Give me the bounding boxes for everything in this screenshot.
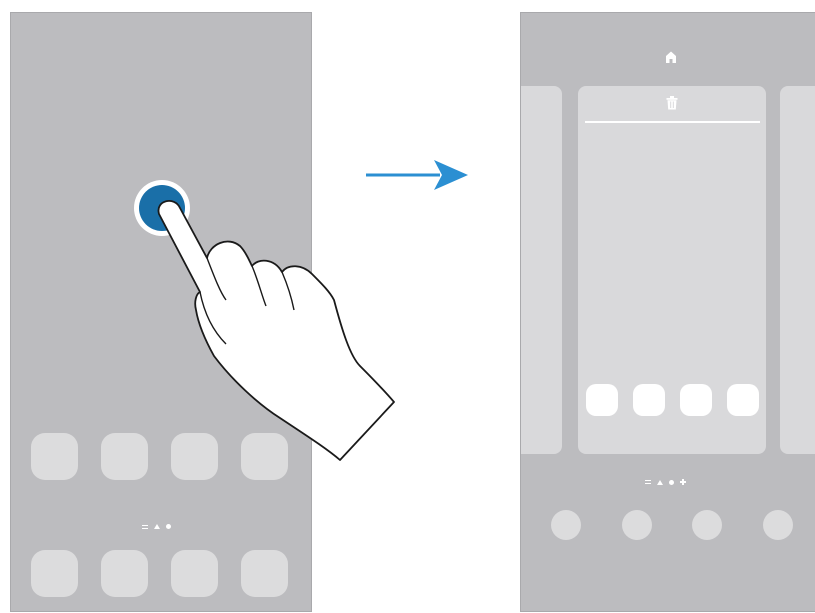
page-card-current[interactable] — [578, 86, 766, 454]
add-page-icon[interactable] — [680, 479, 686, 485]
app-icon[interactable] — [31, 433, 78, 480]
home-lines-icon — [645, 480, 651, 484]
page-dot — [669, 479, 674, 485]
home-indicator-icon — [657, 479, 663, 485]
card-app-icon — [727, 384, 759, 416]
page-indicator[interactable] — [142, 524, 171, 529]
card-app-icon — [633, 384, 665, 416]
dock-app-icon[interactable] — [31, 550, 78, 597]
dock-app-icon[interactable] — [763, 510, 793, 540]
home-screen-edit-mode[interactable] — [520, 12, 815, 612]
home-indicator-icon — [154, 524, 160, 529]
dock-app-icon[interactable] — [692, 510, 722, 540]
home-lines-icon — [142, 524, 148, 529]
app-icon[interactable] — [241, 433, 288, 480]
home-icon[interactable] — [664, 50, 678, 64]
app-icon[interactable] — [101, 433, 148, 480]
card-app-icon — [680, 384, 712, 416]
dock-app-icon[interactable] — [101, 550, 148, 597]
dock-app-icon[interactable] — [171, 550, 218, 597]
divider — [585, 121, 760, 123]
arrow-right-icon — [366, 160, 468, 190]
card-app-icon — [586, 384, 618, 416]
dock-app-icon[interactable] — [241, 550, 288, 597]
page-dot — [166, 524, 171, 529]
app-icon[interactable] — [171, 433, 218, 480]
page-card-previous[interactable] — [521, 86, 562, 454]
home-screen[interactable] — [10, 12, 312, 612]
page-indicator[interactable] — [645, 479, 686, 485]
page-card-next[interactable] — [780, 86, 815, 454]
dock-app-icon[interactable] — [622, 510, 652, 540]
trash-icon[interactable] — [666, 96, 678, 110]
dock-app-icon[interactable] — [551, 510, 581, 540]
